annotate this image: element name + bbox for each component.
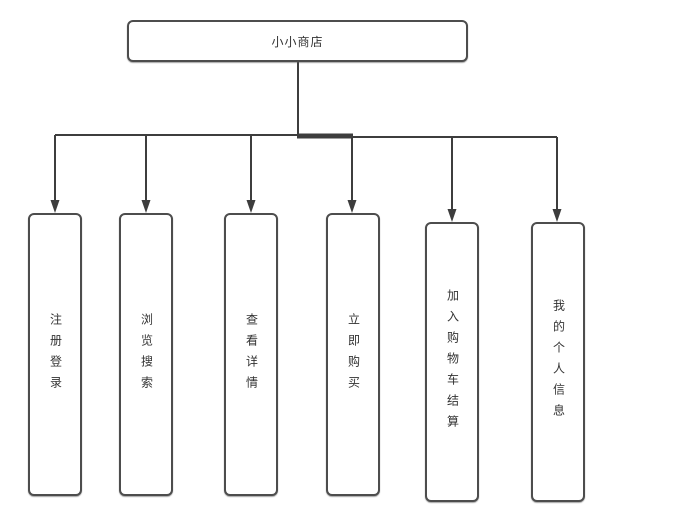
node-label: 加入购物车结算 [445,288,460,436]
arrowhead-down-icon [347,200,357,213]
node-label: 立即购买 [346,312,361,397]
node-label: 我的个人信息 [551,299,566,425]
arrowhead-down-icon [447,209,457,222]
arrowhead-down-icon [552,209,562,222]
node-buy-now[interactable]: 立即购买 [326,213,380,496]
node-label: 注册登录 [48,312,63,397]
node-my-personal-info[interactable]: 我的个人信息 [531,222,585,502]
arrowhead-down-icon [50,200,60,213]
node-label: 浏览搜索 [139,312,154,397]
node-view-details[interactable]: 查看详情 [224,213,278,496]
node-browse-search[interactable]: 浏览搜索 [119,213,173,496]
node-label: 小小商店 [271,34,324,49]
node-register-login[interactable]: 注册登录 [28,213,82,496]
arrowhead-down-icon [246,200,256,213]
node-label: 查看详情 [244,312,259,397]
node-add-cart-checkout[interactable]: 加入购物车结算 [425,222,479,502]
node-root-shop[interactable]: 小小商店 [127,20,468,62]
arrowhead-down-icon [141,200,151,213]
